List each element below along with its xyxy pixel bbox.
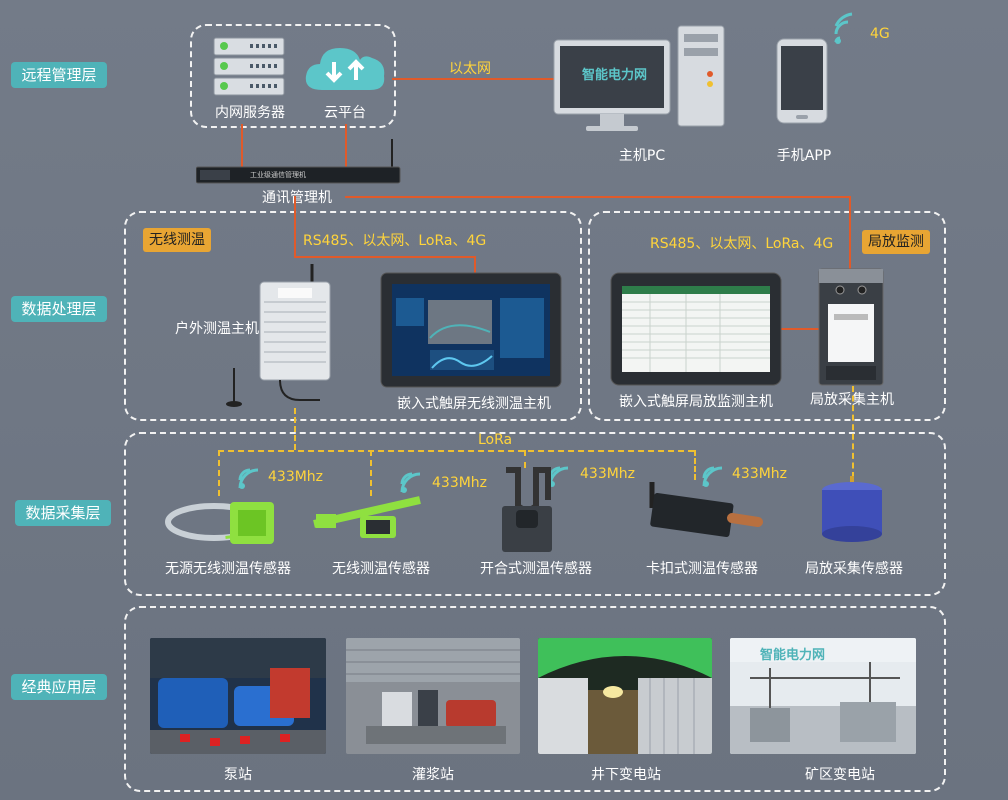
wireless-signal-icon-4 xyxy=(702,466,723,487)
monitor-brand-text: 智能电力网 xyxy=(582,68,648,83)
wireless-signal-icon-2 xyxy=(400,472,421,493)
outdoor-temp-host-device xyxy=(226,264,331,407)
server-cloud-group xyxy=(190,24,396,128)
sensor-label-3: 开合式测温传感器 xyxy=(480,561,592,577)
bus-to-pd-collector xyxy=(849,196,851,270)
freq-label-2: 433Mhz xyxy=(432,475,488,491)
bus-label-right: RS485、以太网、LoRa、4G xyxy=(650,236,834,252)
comm-to-outdoor-link xyxy=(294,196,296,256)
lora-drop-4 xyxy=(694,450,696,480)
pd-sensor-link xyxy=(852,386,854,478)
sensor-label-4: 卡扣式测温传感器 xyxy=(646,561,758,577)
touch-temp-host-device xyxy=(380,272,562,388)
comm-manager-device xyxy=(196,139,401,184)
lora-label: LoRa xyxy=(478,432,513,448)
server-label: 内网服务器 xyxy=(215,105,285,121)
pc-label: 主机PC xyxy=(618,148,666,164)
comm-device-text: 工业级通信管理机 xyxy=(250,171,306,179)
pump-station-image xyxy=(150,638,326,754)
wireless-temp-sensor-device xyxy=(313,496,421,538)
freq-label-4: 433Mhz xyxy=(732,466,788,482)
cloud-label: 云平台 xyxy=(324,105,366,121)
wireless-signal-icon xyxy=(834,12,853,44)
bus-link-top xyxy=(345,196,851,198)
layer-tag-application: 经典应用层 xyxy=(11,674,107,700)
lora-bus xyxy=(218,450,694,452)
application-label-3: 井下变电站 xyxy=(591,767,661,783)
phone-icon xyxy=(776,38,828,124)
cloud-to-comm-link xyxy=(345,124,347,168)
split-core-sensor-device xyxy=(502,467,552,552)
bus-to-touch-temp xyxy=(474,256,476,274)
wireless-temp-tag: 无线测温 xyxy=(143,228,211,252)
comm-manager-label: 通讯管理机 xyxy=(262,190,332,206)
clip-on-sensor-device xyxy=(649,482,763,538)
pd-monitor-group xyxy=(588,211,946,421)
application-label-2: 灌浆站 xyxy=(412,767,454,783)
underground-substation-image xyxy=(538,638,712,754)
phone-label: 手机APP xyxy=(776,148,832,164)
wireless-signal-icon-1 xyxy=(238,468,259,489)
sensor-label-1: 无源无线测温传感器 xyxy=(165,561,291,577)
sensor-label-5: 局放采集传感器 xyxy=(805,561,903,577)
lora-drop-1 xyxy=(218,450,220,496)
monitor-icon xyxy=(553,39,671,131)
touch-temp-host-label: 嵌入式触屏无线测温主机 xyxy=(397,396,551,412)
touch-pd-host-device xyxy=(610,272,782,386)
lora-trunk xyxy=(294,408,296,450)
collection-group xyxy=(124,432,946,596)
wireless-temp-group xyxy=(124,211,582,421)
ethernet-link xyxy=(392,78,554,80)
server-to-comm-link xyxy=(241,124,243,168)
lora-drop-2 xyxy=(370,450,372,496)
passive-wireless-sensor-device xyxy=(165,502,274,544)
lora-drop-3 xyxy=(524,450,526,468)
bus-link-left xyxy=(294,256,474,258)
freq-label-1: 433Mhz xyxy=(268,469,324,485)
ethernet-label: 以太网 xyxy=(449,61,491,77)
sensor-label-2: 无线测温传感器 xyxy=(332,561,430,577)
bus-label-left: RS485、以太网、LoRa、4G xyxy=(303,233,487,249)
pc-tower-icon xyxy=(677,25,725,127)
pd-collector-host-device xyxy=(818,268,884,386)
touch-pd-host-label: 嵌入式触屏局放监测主机 xyxy=(619,394,773,410)
layer-tag-remote: 远程管理层 xyxy=(11,62,107,88)
application-label-1: 泵站 xyxy=(224,767,252,783)
pd-monitor-tag: 局放监测 xyxy=(862,230,930,254)
grouting-station-image xyxy=(346,638,520,754)
freq-label-3: 433Mhz xyxy=(580,466,636,482)
mining-substation-image xyxy=(730,638,916,754)
application-group xyxy=(124,606,946,792)
pd-sensor-device xyxy=(822,476,882,542)
cloud-platform-icon xyxy=(305,48,385,90)
outdoor-host-label: 户外测温主机 xyxy=(175,321,259,337)
layer-tag-processing: 数据处理层 xyxy=(11,296,107,322)
server-icon xyxy=(213,37,285,96)
signal-4g-label: 4G xyxy=(870,26,890,42)
photo-brand-text: 智能电力网 xyxy=(760,648,826,663)
pd-touch-to-collector xyxy=(780,328,820,330)
layer-tag-collection: 数据采集层 xyxy=(15,500,111,526)
application-label-4: 矿区变电站 xyxy=(805,767,875,783)
